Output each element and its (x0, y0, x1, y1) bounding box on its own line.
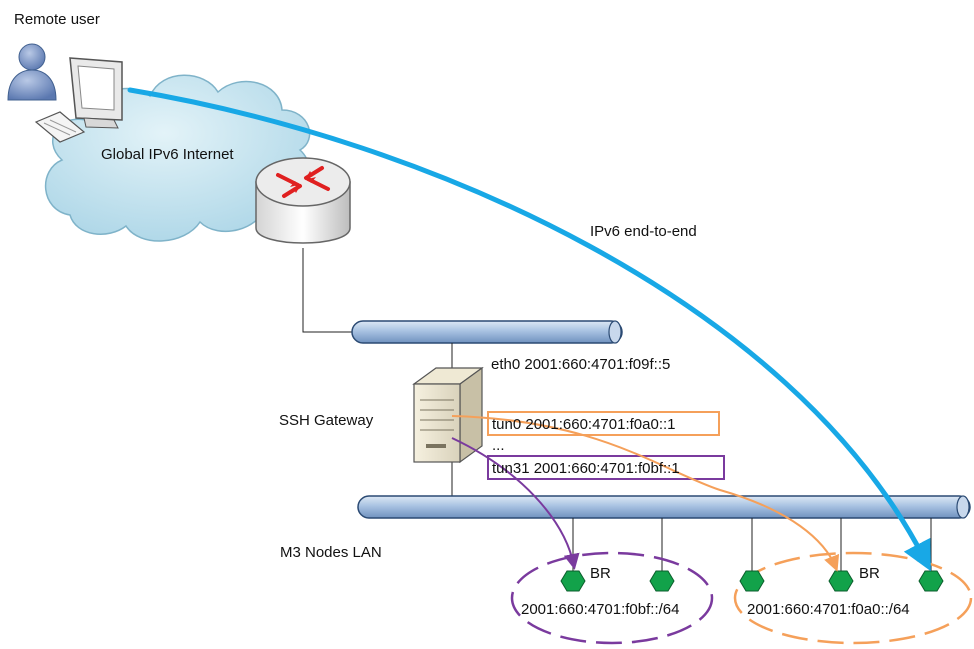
ellipsis-label: ... (492, 437, 505, 454)
eth0-label: eth0 2001:660:4701:f09f::5 (491, 356, 670, 373)
subnet-ellipse-left (510, 551, 714, 645)
tun31-label: tun31 2001:660:4701:f0bf::1 (492, 460, 680, 477)
computer-icon (34, 57, 123, 143)
node-icon (828, 570, 854, 592)
lan-label: M3 Nodes LAN (280, 544, 382, 561)
tun0-box (487, 411, 720, 436)
node-links (572, 518, 932, 572)
subnet-left-label: 2001:660:4701:f0bf::/64 (521, 601, 679, 618)
node-icon (560, 570, 586, 592)
internet-label: Global IPv6 Internet (101, 146, 234, 163)
tun31-route-arrow (451, 437, 580, 570)
tun0-route-arrow (451, 415, 840, 572)
node-icon (739, 570, 765, 592)
tun31-box (487, 455, 725, 480)
br-left-label: BR (590, 565, 611, 582)
ssh-gateway-label: SSH Gateway (279, 412, 374, 429)
remote-user-label: Remote user (14, 11, 100, 28)
subnet-right-label: 2001:660:4701:f0a0::/64 (747, 601, 910, 618)
end-to-end-arrow (127, 87, 931, 572)
br-right-label: BR (859, 565, 880, 582)
user-icon (7, 43, 57, 101)
router-uplink (302, 248, 355, 333)
tun0-label: tun0 2001:660:4701:f0a0::1 (492, 416, 676, 433)
subnet-ellipse-right (733, 551, 973, 645)
node-icon (649, 570, 675, 592)
router-icon (255, 157, 351, 244)
end-to-end-label: IPv6 end-to-end (590, 223, 697, 240)
node-icon (918, 570, 944, 592)
lower-bus (357, 495, 971, 519)
server-icon (412, 366, 484, 464)
upper-bus (351, 320, 623, 344)
